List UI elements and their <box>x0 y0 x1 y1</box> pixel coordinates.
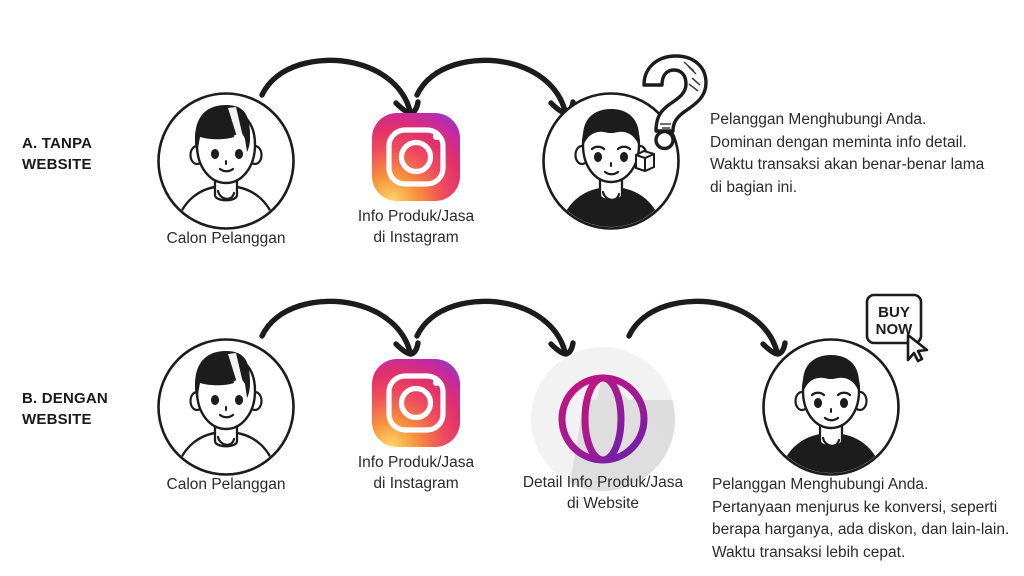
note-row-a: Pelanggan Menghubungi Anda. Dominan deng… <box>710 111 985 196</box>
caption-website: Detail Info Produk/Jasa di Website <box>522 474 684 512</box>
buy-now-badge[interactable]: BUY NOW <box>864 292 936 364</box>
website-globe-icon <box>524 340 682 498</box>
avatar-calon-pelanggan-a <box>156 91 296 231</box>
buy-now-line1: BUY <box>878 304 910 321</box>
caption-calon-pelanggan-b: Calon Pelanggan <box>166 476 286 493</box>
caption-calon-pelanggan-a: Calon Pelanggan <box>166 230 286 247</box>
question-mark-icon <box>626 52 716 157</box>
buy-now-line2: NOW <box>876 321 914 338</box>
note-row-b: Pelanggan Menghubungi Anda. Pertanyaan m… <box>712 476 1010 561</box>
caption-instagram-a: Info Produk/Jasa di Instagram <box>357 208 475 246</box>
avatar-seller-buynow-b <box>761 337 901 477</box>
instagram-icon-a <box>371 112 461 202</box>
avatar-seller-question-a <box>541 91 681 231</box>
row-label-b: B. DENGAN WEBSITE <box>22 390 108 428</box>
instagram-icon-b <box>371 358 461 448</box>
row-label-a: A. TANPA WEBSITE <box>22 135 93 173</box>
caption-instagram-b: Info Produk/Jasa di Instagram <box>357 454 475 492</box>
avatar-calon-pelanggan-b <box>156 337 296 477</box>
